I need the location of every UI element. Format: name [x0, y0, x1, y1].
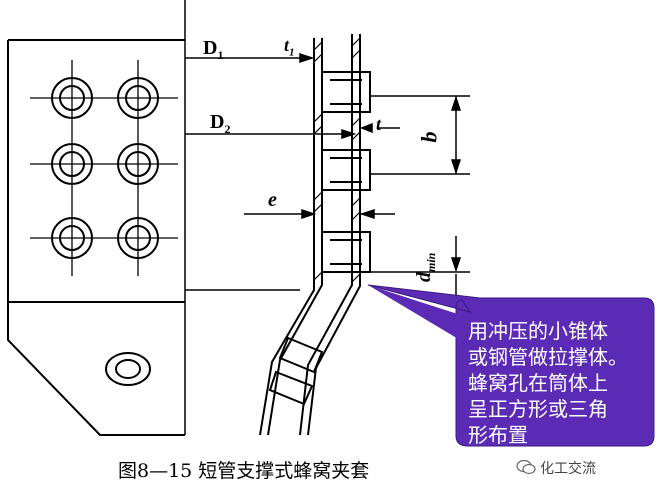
callout-line: 或钢管做拉撑体。: [468, 345, 628, 369]
callout-line: 形布置: [468, 423, 528, 447]
hole-pattern: [30, 60, 178, 276]
stub-cone-1: [278, 336, 324, 374]
drain-nozzle: [105, 352, 151, 386]
figure-caption: 图8—15 短管支撑式蜂窝夹套: [118, 460, 370, 482]
vessel-outline: [7, 39, 185, 436]
label-d1: D1: [203, 37, 224, 62]
label-dmin: dmin: [413, 252, 438, 282]
stub-cone-2: [268, 370, 314, 406]
inner-shell-wall: [259, 38, 315, 436]
callout-text: 用冲压的小锥体 或钢管做拉撑体。 蜂窝孔在筒体上 呈正方形或三角 形布置: [468, 318, 648, 448]
label-b: b: [416, 131, 442, 143]
label-d2: D2: [210, 111, 231, 136]
callout-bubble: [367, 284, 655, 447]
watermark: 化工交流: [540, 461, 596, 477]
callout-line: 呈正方形或三角: [468, 397, 608, 421]
wall-hatching: [313, 37, 361, 283]
label-e: e: [268, 189, 277, 211]
label-t1: t1: [284, 35, 295, 59]
dimension-lines: [185, 52, 470, 300]
label-t: t: [376, 114, 382, 134]
stub-1: [321, 71, 371, 113]
jacket-wall: [299, 34, 353, 436]
stub-2: [321, 149, 371, 191]
callout-line: 蜂窝孔在筒体上: [468, 371, 608, 395]
jacket-wall-2: [307, 34, 361, 436]
wechat-icon: [516, 459, 536, 475]
callout-pointer: [368, 285, 470, 346]
stub-3: [321, 231, 371, 273]
callout-line: 用冲压的小锥体: [468, 319, 608, 343]
